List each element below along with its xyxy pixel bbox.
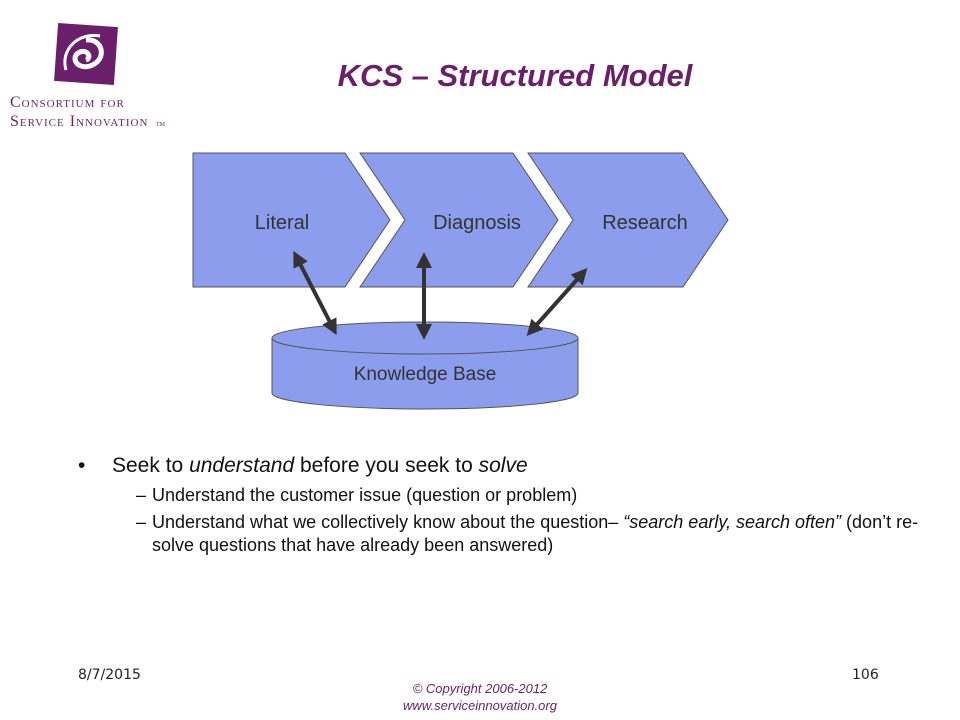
logo-line2: Service Innovation: [10, 113, 148, 130]
kcs-diagram: Literal Diagnosis Research Knowledge Bas…: [192, 152, 729, 410]
logo-line1: Consortium for: [10, 94, 125, 111]
bullet-dot-icon: •: [78, 454, 86, 477]
page-number: 106: [852, 667, 879, 683]
sub-bullet-1: – Understand the customer issue (questio…: [78, 484, 938, 507]
step-literal-shape: [192, 152, 391, 288]
csi-logo: Consortium for Service Innovation TM: [10, 22, 166, 130]
arrow-literal-kb: [293, 250, 337, 336]
footer-copyright: © Copyright 2006-2012 www.serviceinnovat…: [330, 680, 630, 714]
step-research-label: Research: [602, 212, 688, 234]
arrow-research-kb: [526, 268, 588, 336]
slide-title: KCS – Structured Model: [337, 58, 693, 93]
bullet-list: • Seek to understand before you seek to …: [78, 452, 938, 557]
sub-bullet-2-text-2: (don’t re-solve questions that have alre…: [152, 512, 919, 555]
bullet-main-emphasis-2: solve: [478, 454, 528, 477]
footer-date: 8/7/2015: [78, 667, 141, 683]
step-diagnosis-shape: [359, 152, 559, 288]
sub-bullet-1-text: Understand the customer issue (question …: [152, 485, 578, 505]
dash-icon: –: [136, 485, 147, 505]
logo-trademark: TM: [156, 122, 166, 128]
logo-mark-icon: [54, 22, 118, 86]
sub-bullet-2: – Understand what we collectively know a…: [78, 511, 938, 557]
step-literal-label: Literal: [255, 212, 309, 234]
bullet-main: • Seek to understand before you seek to …: [78, 452, 938, 480]
sub-bullet-2-text: Understand what we collectively know abo…: [152, 512, 624, 532]
bullet-main-text: Seek to: [112, 454, 190, 477]
bullet-main-emphasis-1: understand: [189, 454, 295, 477]
copyright-text: © Copyright 2006-2012: [412, 681, 548, 696]
bullet-main-text-2: before you seek to: [294, 454, 479, 477]
copyright-url: www.serviceinnovation.org: [403, 698, 557, 713]
step-research-shape: [527, 152, 729, 288]
step-diagnosis-label: Diagnosis: [433, 212, 521, 234]
knowledge-base-label: Knowledge Base: [354, 364, 497, 385]
dash-icon: –: [136, 512, 147, 532]
sub-bullet-2-quote: “search early, search often”: [623, 512, 842, 532]
